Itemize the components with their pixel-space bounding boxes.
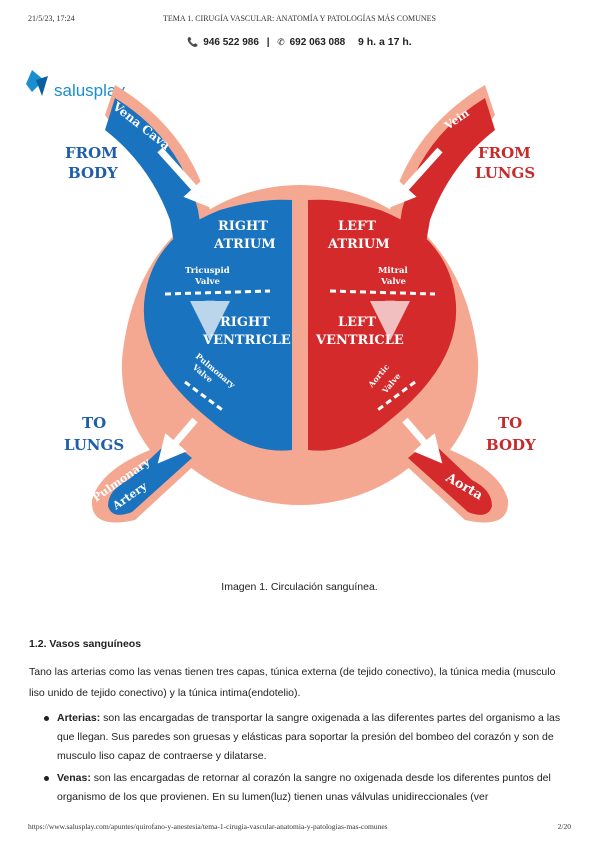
tricuspid-valve-line bbox=[164, 289, 271, 296]
contact-bar: 📞 946 522 986 | ✆ 692 063 088 9 h. a 17 … bbox=[0, 36, 599, 48]
to-lungs-label-1: TO bbox=[82, 414, 106, 432]
page-number: 2/20 bbox=[557, 822, 571, 831]
print-url[interactable]: https://www.salusplay.com/apuntes/quirof… bbox=[28, 822, 388, 831]
arrow-pulmonary-artery-icon bbox=[157, 417, 198, 464]
from-body-label-2: BODY bbox=[68, 164, 118, 182]
opening-hours: 9 h. a 17 h. bbox=[358, 36, 412, 48]
from-lungs-label-2: LUNGS bbox=[475, 164, 535, 182]
arrow-vena-cava-icon bbox=[157, 147, 213, 209]
mitral-valve-line bbox=[329, 289, 436, 296]
section-paragraph: Tano las arterias como las venas tienen … bbox=[29, 666, 556, 699]
phone-number-1[interactable]: 946 522 986 bbox=[203, 37, 259, 48]
bullet-term: Venas: bbox=[57, 772, 91, 784]
left-atrium-label-2: ATRIUM bbox=[327, 237, 390, 252]
bullet-list: Arterias: son las encargadas de transpor… bbox=[44, 709, 577, 810]
mitral-label-2: Valve bbox=[380, 277, 406, 287]
heart-circulation-figure: salusplay bbox=[20, 60, 580, 570]
to-lungs-label-2: LUNGS bbox=[64, 436, 124, 454]
from-lungs-label-1: FROM bbox=[478, 144, 531, 162]
chamber-labels: RIGHT ATRIUM LEFT ATRIUM RIGHT VENTRICLE… bbox=[202, 219, 404, 348]
list-item: Venas: son las encargadas de retornar al… bbox=[44, 769, 577, 807]
logo-text: salusplay bbox=[54, 81, 125, 100]
logo-mark-icon bbox=[26, 70, 44, 92]
left-atrium-label-1: LEFT bbox=[338, 219, 376, 234]
bullet-text: son las encargadas de transportar la san… bbox=[57, 712, 561, 762]
valves bbox=[164, 289, 436, 414]
salusplay-logo: salusplay bbox=[26, 70, 125, 100]
print-title: TEMA 1. CIRUGÍA VASCULAR: ANATOMÍA Y PAT… bbox=[162, 14, 436, 23]
arrow-aorta-icon bbox=[402, 417, 443, 464]
phone-number-2[interactable]: 692 063 088 bbox=[289, 37, 346, 48]
to-body-label-1: TO bbox=[498, 414, 522, 432]
aortic-valve-line bbox=[374, 380, 416, 414]
print-header: 21/5/23, 17:24 TEMA 1. CIRUGÍA VASCULAR:… bbox=[28, 14, 571, 26]
figure-caption: Imagen 1. Circulación sanguínea. bbox=[221, 581, 378, 593]
right-ventricle-label-1: RIGHT bbox=[220, 315, 270, 330]
whatsapp-icon: ✆ bbox=[277, 37, 285, 47]
print-footer: https://www.salusplay.com/apuntes/quirof… bbox=[28, 822, 571, 834]
arrow-pulmonary-vein-icon bbox=[387, 147, 443, 209]
list-item: Arterias: son las encargadas de transpor… bbox=[44, 709, 577, 766]
tricuspid-label-1: Tricuspid bbox=[185, 266, 230, 276]
section-heading: 1.2. Vasos sanguíneos bbox=[29, 638, 142, 650]
heart-diagram: salusplay bbox=[26, 70, 536, 523]
outer-labels: FROM BODY FROM LUNGS TO LUNGS TO BODY bbox=[64, 144, 536, 454]
left-ventricle-label-1: LEFT bbox=[338, 315, 376, 330]
mitral-label-1: Mitral bbox=[378, 266, 409, 276]
right-atrium-label-1: RIGHT bbox=[218, 219, 268, 234]
bullet-text: son las encargadas de retornar al corazó… bbox=[57, 772, 551, 803]
print-date: 21/5/23, 17:24 bbox=[28, 14, 75, 23]
to-body-label-2: BODY bbox=[486, 436, 536, 454]
bullet-term: Arterias: bbox=[57, 712, 101, 724]
contact-separator: | bbox=[266, 37, 270, 48]
right-atrium-label-2: ATRIUM bbox=[213, 237, 276, 252]
phone-icon: 📞 bbox=[187, 37, 199, 47]
from-body-label-1: FROM bbox=[65, 144, 118, 162]
tricuspid-label-2: Valve bbox=[194, 277, 220, 287]
left-ventricle-label-2: VENTRICLE bbox=[315, 333, 404, 348]
flow-arrows bbox=[157, 147, 443, 464]
pulmonary-valve-line bbox=[184, 380, 226, 414]
right-ventricle-label-2: VENTRICLE bbox=[202, 333, 291, 348]
